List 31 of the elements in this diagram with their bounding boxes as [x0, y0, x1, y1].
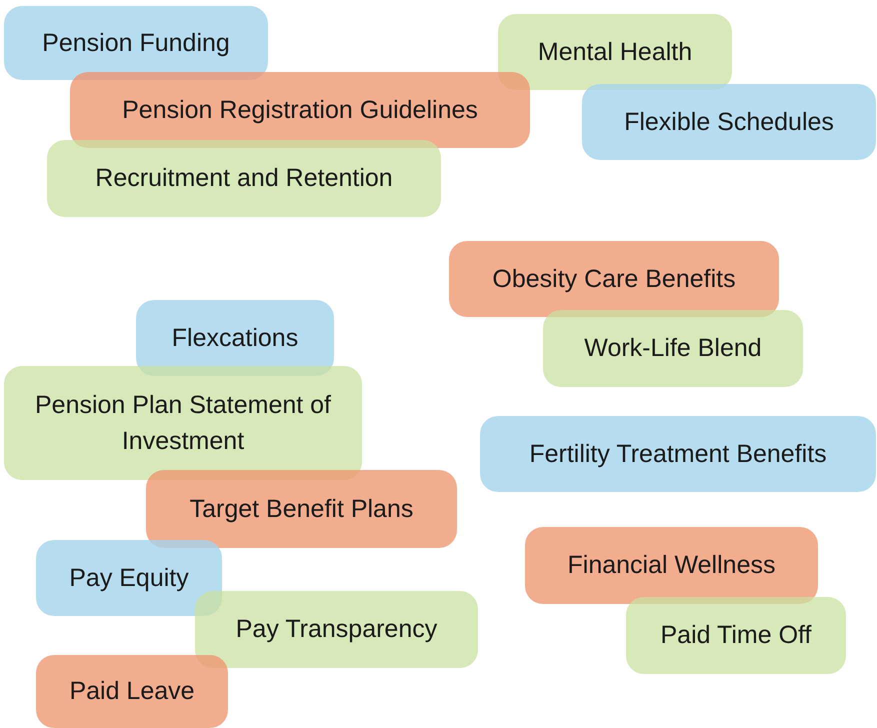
topic-label: Target Benefit Plans	[190, 494, 414, 525]
topic-box	[195, 591, 478, 668]
topic-label: Fertility Treatment Benefits	[529, 438, 827, 470]
topic-label: Obesity Care Benefits	[492, 264, 736, 295]
topic-label: Paid Leave	[69, 676, 195, 708]
topic-label: Recruitment and Retention	[95, 163, 393, 194]
topic-label: Pension Funding	[42, 28, 230, 59]
topic-label: Flexible Schedules	[624, 106, 834, 138]
topic-label: Pay Transparency	[236, 614, 438, 646]
topic-box	[36, 655, 228, 728]
topic-box	[4, 366, 362, 480]
topic-box	[449, 241, 779, 317]
topic-label: Financial Wellness	[568, 550, 776, 582]
topic-box	[70, 72, 530, 148]
topic-label: Flexcations	[172, 322, 298, 354]
topic-label: Work-Life Blend	[584, 333, 762, 364]
topic-box	[47, 140, 441, 217]
topic-box	[582, 84, 876, 160]
topic-label: Pension Plan Statement of Investment	[34, 390, 332, 457]
topic-box	[146, 470, 457, 548]
topic-box	[36, 540, 222, 616]
topic-box	[480, 416, 876, 492]
topic-box	[543, 310, 803, 387]
topic-label: Paid Time Off	[660, 620, 812, 652]
topic-label: Pay Equity	[69, 562, 189, 594]
topic-box	[626, 597, 846, 674]
topic-label: Pension Registration Guidelines	[122, 94, 478, 126]
topic-box	[525, 527, 818, 604]
topic-box	[498, 14, 732, 90]
topic-box	[4, 6, 268, 80]
topic-label: Mental Health	[538, 36, 692, 68]
